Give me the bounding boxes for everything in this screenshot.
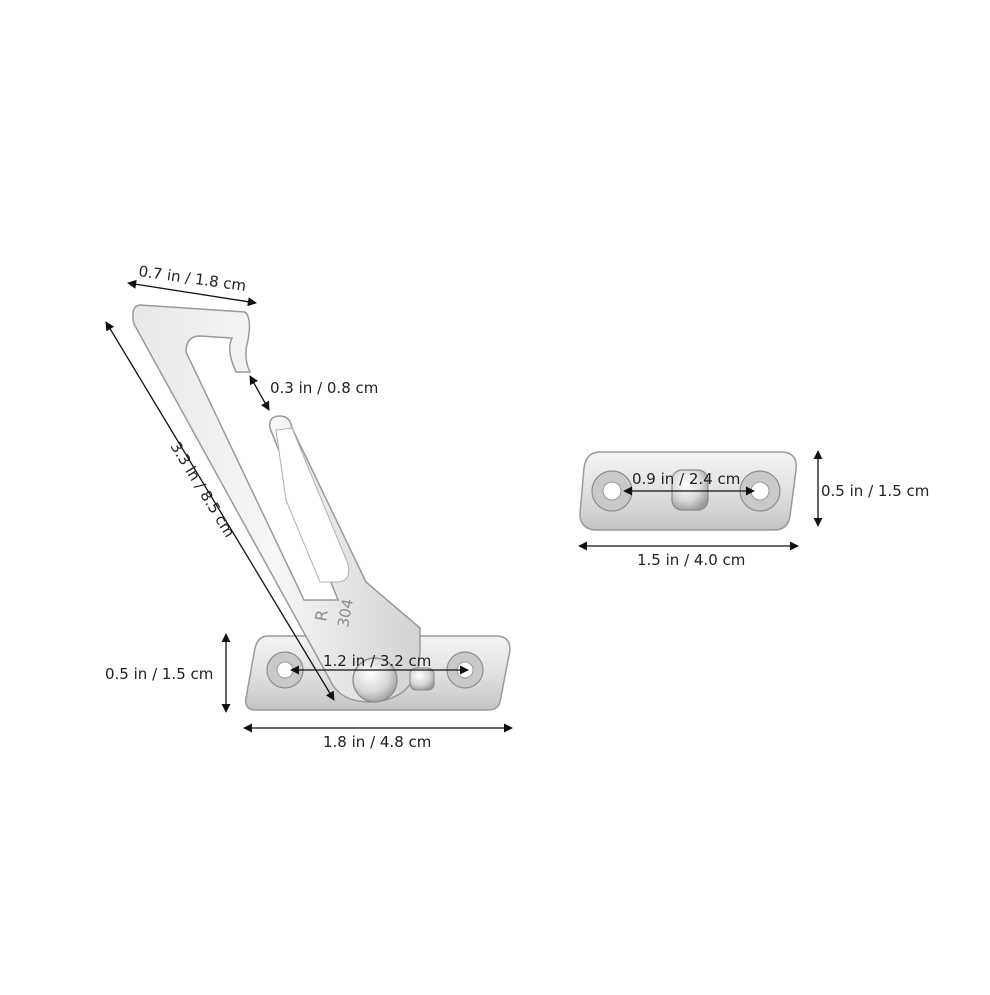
label-keeper-width: 1.5 in / 4.0 cm: [637, 551, 745, 569]
label-hook-width: 0.7 in / 1.8 cm: [137, 262, 247, 295]
keeper-hole-right: [739, 470, 781, 512]
keeper-hole-left: [591, 470, 633, 512]
arm-stop-pin: [409, 667, 435, 691]
label-hook-gap: 0.3 in / 0.8 cm: [270, 379, 378, 397]
dim-line-hook-gap: [249, 375, 270, 411]
restrictor-arm: R 304: [132, 304, 511, 711]
dim-line-hook-width: [127, 279, 257, 307]
dim-line-arm-length: [105, 321, 335, 701]
arm-stamp-grade: 304: [334, 597, 357, 628]
label-keeper-hole-spacing: 0.9 in / 2.4 cm: [632, 470, 740, 488]
arm-slot: [275, 427, 350, 583]
label-base-hole-spacing: 1.2 in / 3.2 cm: [323, 652, 431, 670]
label-base-height: 0.5 in / 1.5 cm: [105, 665, 213, 683]
label-base-width: 1.8 in / 4.8 cm: [323, 733, 431, 751]
label-keeper-height: 0.5 in / 1.5 cm: [821, 482, 929, 500]
dimension-lines: [105, 279, 823, 733]
